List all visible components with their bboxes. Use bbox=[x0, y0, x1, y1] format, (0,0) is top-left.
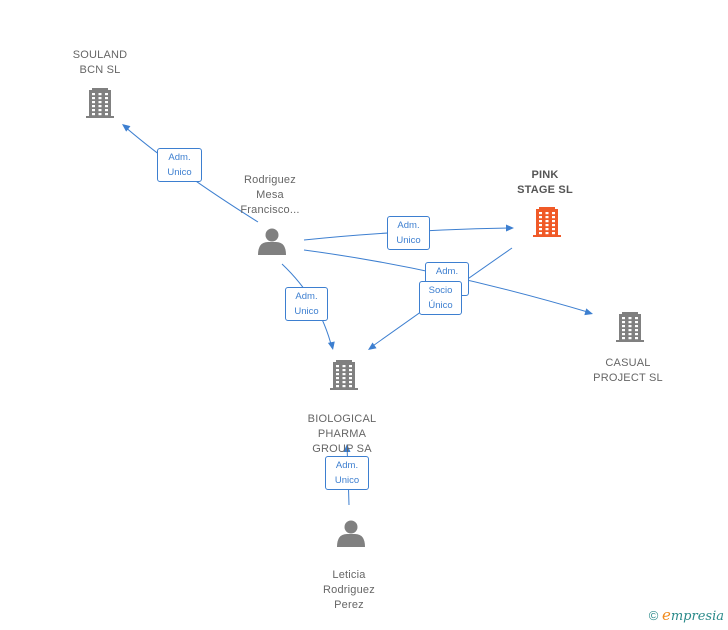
empresia-logo: empresia bbox=[661, 606, 724, 624]
edge-label-e2[interactable]: Adm. Unico bbox=[387, 216, 430, 250]
edge-label-e5[interactable]: Socio Único bbox=[419, 281, 462, 315]
arrowhead bbox=[584, 308, 593, 316]
arrowhead bbox=[343, 444, 351, 452]
node-label-casual_project[interactable]: CASUAL PROJECT SL bbox=[593, 356, 663, 384]
building-icon-pink_stage bbox=[533, 207, 561, 237]
arrowhead bbox=[506, 224, 514, 232]
node-label-souland[interactable]: SOULAND BCN SL bbox=[72, 49, 128, 76]
footer-brand: © empresia bbox=[649, 606, 724, 624]
building-icon-biological_pharma bbox=[330, 360, 358, 390]
arrowhead bbox=[368, 342, 377, 350]
building-icon-souland bbox=[86, 88, 114, 118]
arrowhead bbox=[122, 124, 131, 132]
copyright-symbol: © bbox=[648, 608, 659, 623]
node-label-rodriguez_mesa[interactable]: Rodriguez Mesa Francisco... bbox=[240, 173, 300, 216]
arrowhead bbox=[327, 341, 335, 350]
edge-label-e1[interactable]: Adm. Unico bbox=[157, 148, 202, 182]
node-label-leticia[interactable]: Leticia Rodriguez Perez bbox=[323, 568, 375, 611]
node-label-biological_pharma[interactable]: BIOLOGICAL PHARMA GROUP SA bbox=[307, 412, 377, 455]
edge-label-e4[interactable]: Adm. Unico bbox=[285, 287, 328, 321]
edge-label-e6[interactable]: Adm. Unico bbox=[325, 456, 369, 490]
person-icon-leticia bbox=[337, 520, 365, 547]
building-icon-casual_project bbox=[616, 312, 644, 342]
person-icon-rodriguez_mesa bbox=[258, 228, 286, 255]
node-label-pink_stage[interactable]: PINK STAGE SL bbox=[517, 169, 573, 196]
